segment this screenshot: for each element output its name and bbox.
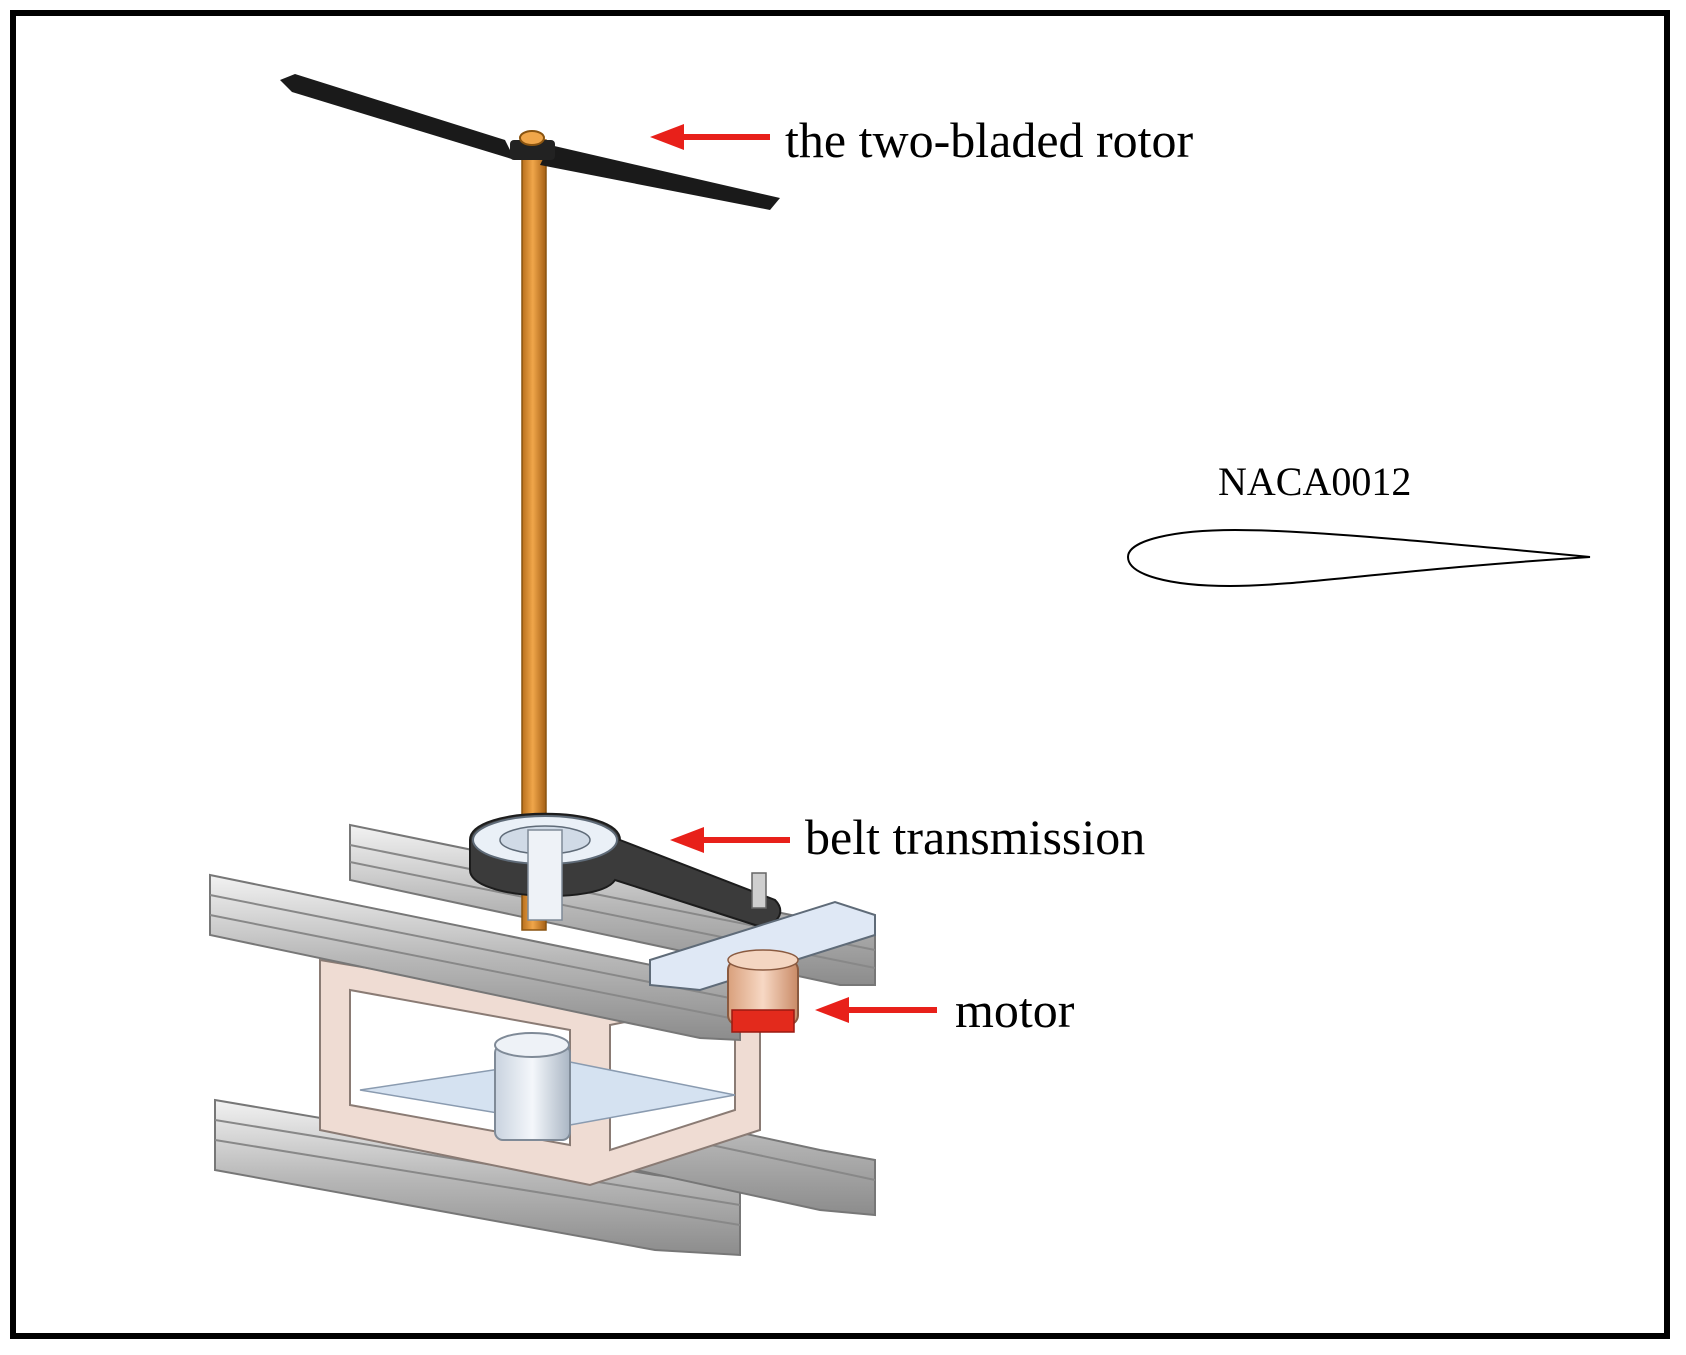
- arrow-to-motor: [815, 997, 937, 1023]
- belt-transmission: [469, 812, 782, 927]
- rotor-label: the two-bladed rotor: [785, 112, 1194, 168]
- motor-body: [727, 949, 799, 1033]
- rotor-blades: [280, 74, 780, 210]
- airfoil-outline: [1126, 528, 1591, 588]
- rotor-hub: [519, 130, 545, 146]
- arrow-to-belt: [670, 827, 790, 853]
- belt-transmission-label: belt transmission: [805, 809, 1146, 865]
- airfoil-label: NACA0012: [1218, 459, 1412, 504]
- motor-label: motor: [955, 982, 1075, 1038]
- rotor-shaft: [521, 139, 547, 931]
- arrow-to-rotor: [650, 124, 770, 150]
- motor-bracket: [649, 900, 876, 992]
